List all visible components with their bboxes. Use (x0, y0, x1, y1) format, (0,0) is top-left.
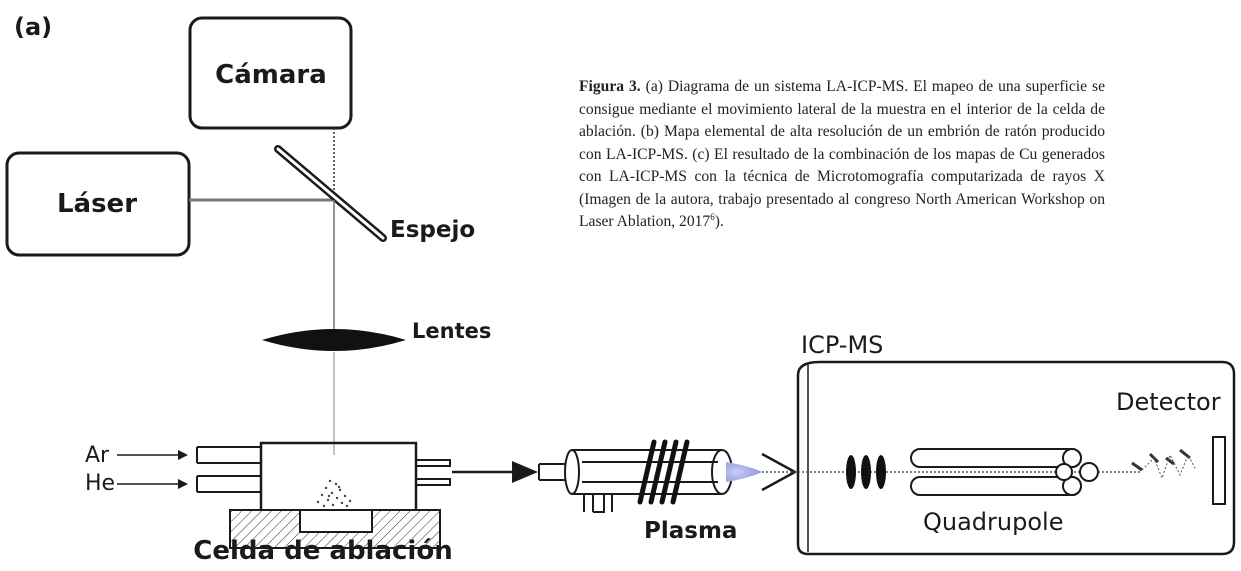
camera-label: Cámara (215, 60, 327, 90)
ablated-particles (316, 479, 352, 508)
helium-label: He (85, 471, 115, 496)
argon-arrow (117, 450, 188, 460)
plasma-label: Plasma (644, 518, 737, 544)
plasma-flame (726, 462, 762, 482)
helium-arrow (117, 479, 188, 489)
detector-plate (1212, 436, 1226, 505)
icpms-housing (796, 360, 1236, 556)
rf-coil (637, 439, 690, 505)
lens-label: Lentes (412, 319, 491, 343)
icpms-label: ICP-MS (801, 331, 883, 359)
detector-label: Detector (1116, 388, 1221, 416)
outlet-tube (416, 459, 451, 486)
transfer-arrowhead (512, 461, 538, 483)
caption-lead: Figura 3. (579, 78, 641, 95)
ablation-cell-label: Celda de ablación (193, 536, 452, 566)
figure-caption: Figura 3. (a) Diagrama de un sistema LA-… (579, 76, 1105, 234)
panel-label: (a) (14, 13, 52, 41)
detector-dynodes (1131, 448, 1191, 472)
laser-label: Láser (57, 189, 137, 219)
caption-reference: 6 (710, 211, 715, 222)
electron-cascade (1141, 453, 1197, 480)
mirror-inner (276, 147, 385, 240)
argon-label: Ar (85, 443, 110, 468)
quadrupole-label: Quadrupole (923, 508, 1063, 536)
lens (262, 329, 406, 351)
ablation-cell (229, 441, 441, 549)
quadrupole-rods (910, 448, 1099, 496)
caption-body: (a) Diagrama de un sistema LA-ICP-MS. El… (579, 78, 1105, 230)
inlet-tubes (196, 446, 261, 493)
ion-lenses (846, 455, 886, 489)
caption-tail: ). (714, 213, 724, 230)
plasma-torch (538, 449, 733, 513)
laser-box (5, 151, 191, 257)
camera-box (188, 16, 353, 130)
mirror-label: Espejo (390, 217, 475, 243)
